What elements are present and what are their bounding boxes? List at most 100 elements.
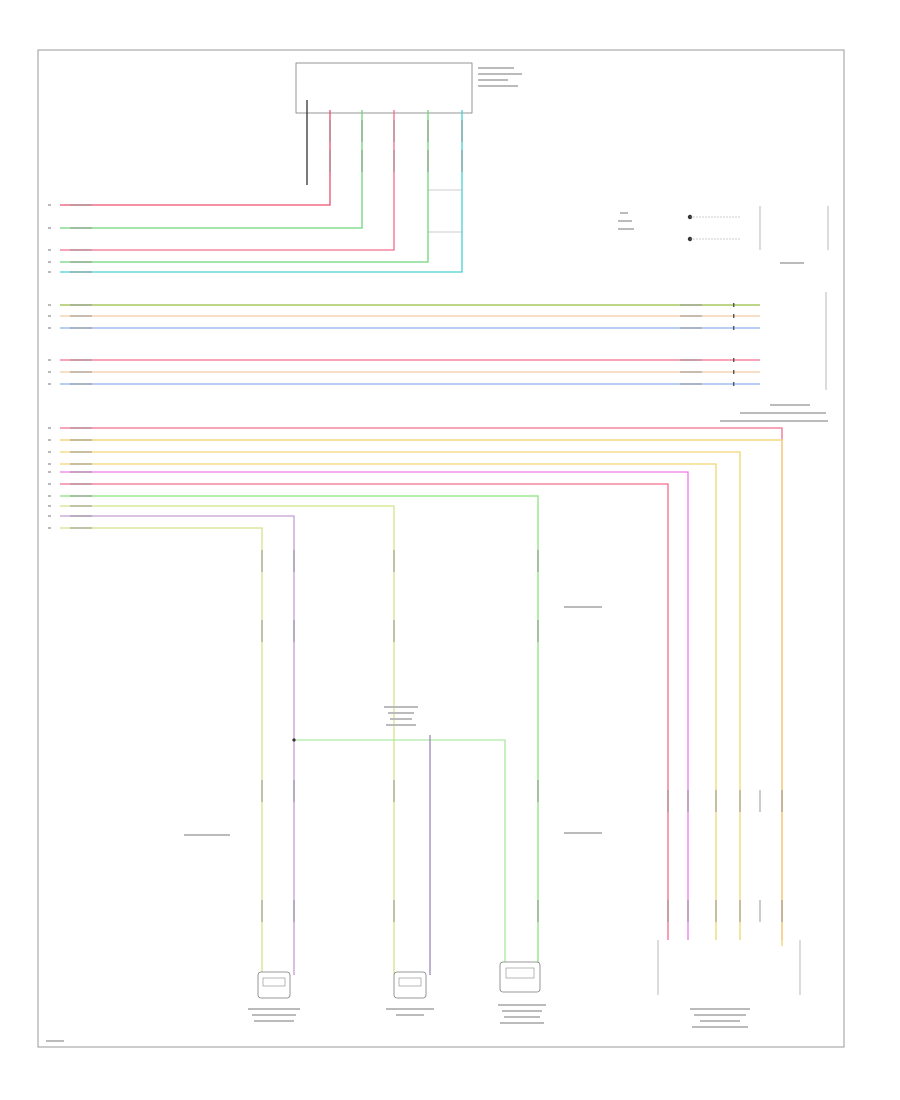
pin-marker-48 xyxy=(48,515,51,517)
wire-label-106 xyxy=(70,439,92,441)
pin-marker-46 xyxy=(48,495,51,497)
wire-label-113 xyxy=(70,515,92,517)
pin-marker-32 xyxy=(48,261,51,263)
wire-label-95 xyxy=(70,315,92,317)
wire-label-57 xyxy=(393,150,395,172)
wire-label-111 xyxy=(70,495,92,497)
right-text-1 xyxy=(770,404,810,406)
wire-label-53 xyxy=(427,120,429,142)
top-module-box xyxy=(295,62,473,114)
wire-label-73 xyxy=(293,900,295,922)
wire-label-71 xyxy=(537,780,539,802)
wire-label-67 xyxy=(537,620,539,642)
pin-marker-33 xyxy=(48,271,51,273)
top-module-label xyxy=(478,67,522,87)
wire-label-105 xyxy=(70,427,92,429)
connector-pin-115 xyxy=(733,303,735,307)
wire-label-72 xyxy=(261,900,263,922)
wire-label-69 xyxy=(293,780,295,802)
pin-marker-47 xyxy=(48,505,51,507)
transmission-range-sensor-connector xyxy=(498,961,546,1024)
wire-label-83 xyxy=(687,900,689,922)
splice-label-1 xyxy=(564,606,602,608)
wire-label-110 xyxy=(70,483,92,485)
wire-label-84 xyxy=(715,900,717,922)
wire-label-56 xyxy=(361,150,363,172)
wire-23 xyxy=(60,505,395,975)
left-sensor-label xyxy=(384,706,418,726)
wire-6 xyxy=(60,110,463,273)
pin-marker-45 xyxy=(48,483,51,485)
wire-label-52 xyxy=(393,120,395,142)
wire-19 xyxy=(60,463,717,940)
wire-label-70 xyxy=(393,780,395,802)
wire-label-82 xyxy=(667,900,669,922)
wire-4 xyxy=(60,110,395,251)
wire-label-89 xyxy=(680,315,702,317)
wire-label-100 xyxy=(70,204,92,206)
cluster-module xyxy=(618,206,829,264)
wire-label-79 xyxy=(739,790,741,812)
wire-label-114 xyxy=(70,527,92,529)
wire-label-92 xyxy=(680,371,702,373)
wire-24 xyxy=(60,515,295,975)
connector-pin-116 xyxy=(733,314,735,318)
wire-label-112 xyxy=(70,505,92,507)
right-text-2 xyxy=(740,412,826,414)
pin-marker-38 xyxy=(48,371,51,373)
wire-label-93 xyxy=(680,383,702,385)
wire-label-68 xyxy=(261,780,263,802)
wire-label-78 xyxy=(715,790,717,812)
wire-label-99 xyxy=(70,383,92,385)
wire-label-101 xyxy=(70,227,92,229)
wire-label-108 xyxy=(70,463,92,465)
wire-2 xyxy=(60,110,331,206)
diagram-frame xyxy=(37,49,845,1048)
wire-label-65 xyxy=(293,620,295,642)
wire-label-64 xyxy=(261,620,263,642)
connector-pin-118 xyxy=(733,358,735,362)
pin-marker-42 xyxy=(48,451,51,453)
wire-20 xyxy=(60,471,689,940)
pin-marker-29 xyxy=(48,204,51,206)
wire-label-54 xyxy=(461,120,463,142)
wire-21 xyxy=(60,483,669,940)
pin-marker-30 xyxy=(48,227,51,229)
wire-label-87 xyxy=(781,900,783,922)
pin-marker-31 xyxy=(48,249,51,251)
wire-3 xyxy=(60,110,363,229)
wire-label-104 xyxy=(70,271,92,273)
wire-label-76 xyxy=(667,790,669,812)
wire-label-62 xyxy=(393,550,395,572)
connector-pin-120 xyxy=(733,382,735,386)
wire-label-61 xyxy=(293,550,295,572)
wire-label-58 xyxy=(427,150,429,172)
wire-label-80 xyxy=(759,790,761,812)
pin-marker-49 xyxy=(48,527,51,529)
wire-15 xyxy=(60,427,783,940)
wire-25 xyxy=(60,527,263,975)
connector-pin-117 xyxy=(733,326,735,330)
splice-label-2 xyxy=(564,832,602,834)
wire-label-88 xyxy=(680,304,702,306)
wire-label-66 xyxy=(393,620,395,642)
wire-label-59 xyxy=(461,150,463,172)
wire-label-60 xyxy=(261,550,263,572)
wire-22 xyxy=(60,495,539,965)
splice-label-3 xyxy=(184,834,230,836)
wire-label-51 xyxy=(361,120,363,142)
pin-marker-39 xyxy=(48,383,51,385)
wire-5 xyxy=(60,110,429,263)
wire-label-50 xyxy=(329,120,331,142)
pin-marker-43 xyxy=(48,463,51,465)
wire-label-107 xyxy=(70,451,92,453)
wire-label-96 xyxy=(70,327,92,329)
wire-18 xyxy=(60,451,741,940)
wire-label-55 xyxy=(329,150,331,172)
wire-label-102 xyxy=(70,249,92,251)
wire-label-85 xyxy=(739,900,741,922)
pin-marker-36 xyxy=(48,327,51,329)
splice-dot-28 xyxy=(292,738,296,742)
wire-label-109 xyxy=(70,471,92,473)
